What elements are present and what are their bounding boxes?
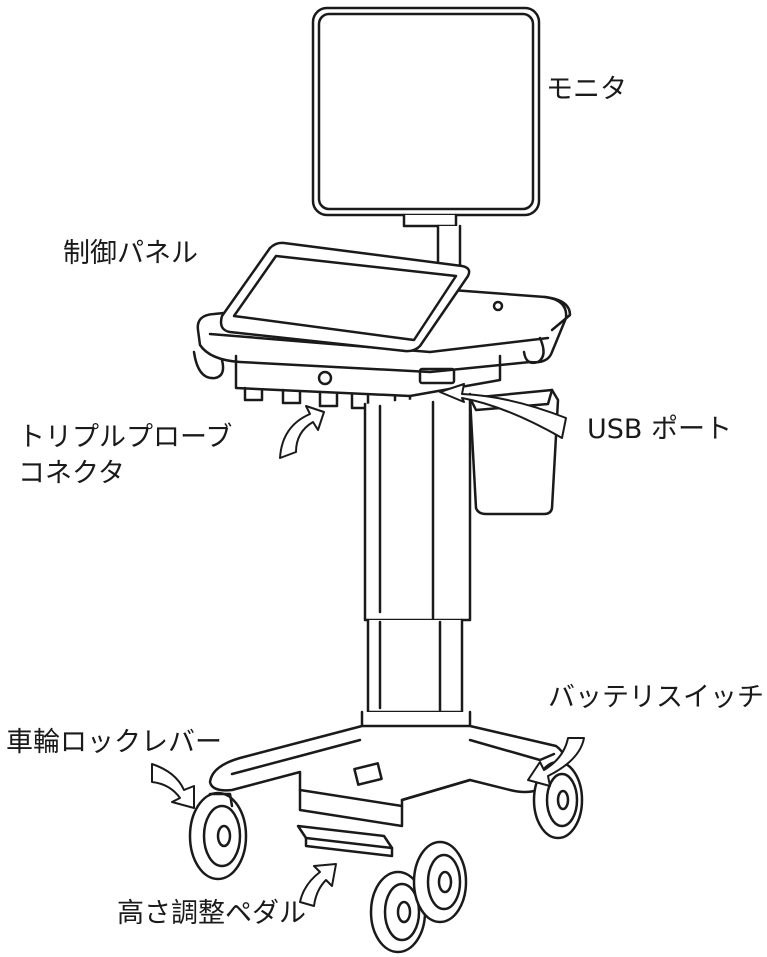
monitor-label: モニタ (546, 74, 627, 105)
wheel-center-right (412, 840, 468, 924)
arrow-battery-switch (527, 737, 585, 787)
arrow-wheel-lock (151, 763, 195, 809)
battery-switch-label: バッテリスイッチ (548, 682, 764, 713)
arrow-usb-port (439, 383, 567, 439)
height-pedal-part (296, 824, 394, 858)
usb-port-label: USB ポート (587, 414, 733, 445)
control-panel-label: 制御パネル (63, 238, 198, 269)
arrow-probe-connector (279, 405, 325, 459)
base-part (208, 724, 566, 828)
wheel-center-left (369, 870, 427, 954)
height-pedal-label: 高さ調整ペダル (117, 898, 306, 929)
arrow-height-pedal (299, 863, 337, 907)
probe-connector-label: トリプルプローブ コネクタ (18, 422, 233, 489)
upper-pole (436, 224, 462, 270)
monitor-part (311, 6, 541, 228)
wheel-front-left (188, 791, 248, 881)
column-part (360, 392, 472, 730)
control-panel-part (219, 241, 471, 353)
wheel-lock-lever-label: 車輪ロックレバー (6, 727, 222, 758)
